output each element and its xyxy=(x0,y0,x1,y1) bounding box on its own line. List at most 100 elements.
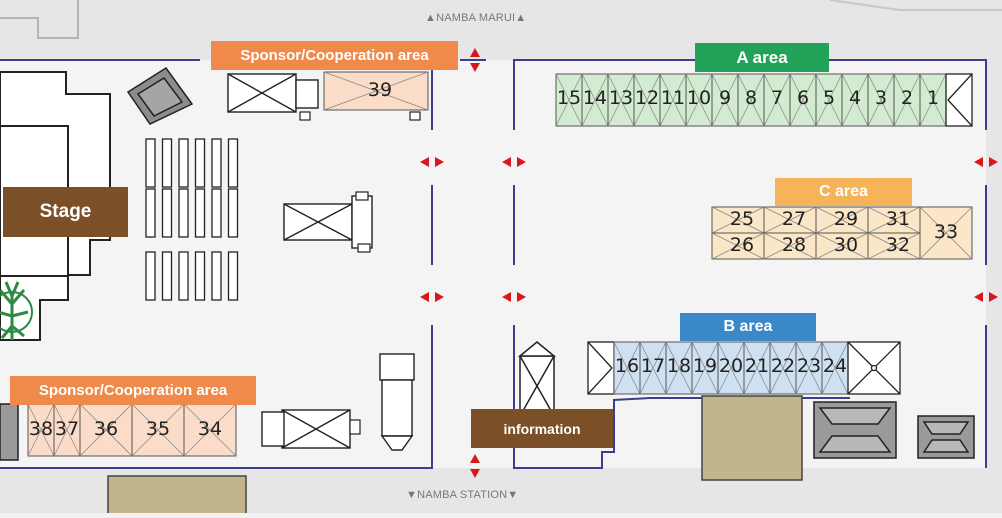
booth-number: 30 xyxy=(833,234,859,256)
booth-number: 23 xyxy=(796,355,822,377)
booth-number: 33 xyxy=(933,221,959,243)
entrance-arrows xyxy=(420,48,998,478)
booth-number: 24 xyxy=(822,355,848,377)
a-area-booth xyxy=(763,73,791,127)
bench xyxy=(211,188,222,238)
booth-number: 19 xyxy=(692,355,718,377)
b-area-booth xyxy=(639,341,667,395)
b-area-booth xyxy=(743,341,771,395)
booth-grid xyxy=(27,71,973,457)
booth-number: 17 xyxy=(640,355,666,377)
booth-number: 9 xyxy=(718,87,732,109)
building-block xyxy=(107,475,247,517)
bench xyxy=(194,138,206,188)
c-area-booth xyxy=(711,232,765,260)
booth-number: 13 xyxy=(608,87,634,109)
entrance-arrow-icon xyxy=(502,292,526,302)
booth-number: 18 xyxy=(666,355,692,377)
booth-number: 2 xyxy=(900,87,914,109)
sponsor-booth xyxy=(183,403,237,457)
sponsor-booth xyxy=(131,403,185,457)
a-area-booth xyxy=(711,73,739,127)
bench xyxy=(211,138,222,188)
c-area-booth xyxy=(919,206,973,260)
bench xyxy=(227,138,239,188)
booth-number: 22 xyxy=(770,355,796,377)
entrance-arrow-icon xyxy=(470,454,480,478)
sponsor-top-label: Sponsor/Cooperation area xyxy=(211,41,458,70)
kitchen-cars xyxy=(227,73,421,451)
entrance-arrow-icon xyxy=(502,157,526,167)
booth-number: 26 xyxy=(729,234,755,256)
information-label: information xyxy=(471,409,613,448)
bench xyxy=(178,251,189,301)
b-area-booth xyxy=(821,341,849,395)
bench xyxy=(161,251,173,301)
bench xyxy=(194,251,206,301)
a-area-booth xyxy=(919,73,947,127)
sponsor-booth xyxy=(79,403,133,457)
a-area-booth xyxy=(867,73,895,127)
north-direction-label: ▲NAMBA MARUI▲ xyxy=(425,12,527,24)
bench xyxy=(227,188,239,238)
a-area-booth xyxy=(737,73,765,127)
tent-end xyxy=(945,73,973,127)
booth-number: 5 xyxy=(822,87,836,109)
c-area-booth xyxy=(763,232,817,260)
entrance-arrow-icon xyxy=(470,48,480,72)
booth-number: 3 xyxy=(874,87,888,109)
booth-number: 31 xyxy=(885,208,911,230)
booth-number: 27 xyxy=(781,208,807,230)
kitchen-car xyxy=(261,409,351,449)
a-area-booth xyxy=(659,73,687,127)
bench xyxy=(145,251,156,301)
tent-end xyxy=(847,341,901,395)
booth-number: 39 xyxy=(367,79,393,101)
b-area-booth xyxy=(691,341,719,395)
audience-benches xyxy=(145,138,239,301)
information-tent xyxy=(517,341,557,417)
b-area-booth xyxy=(613,341,641,395)
booth-number: 14 xyxy=(582,87,608,109)
booth-number: 35 xyxy=(145,418,171,440)
booth-number: 7 xyxy=(770,87,784,109)
booth-number: 11 xyxy=(660,87,686,109)
stage-label: Stage xyxy=(3,187,128,237)
entrance-arrow-icon xyxy=(974,292,998,302)
booth-number: 8 xyxy=(744,87,758,109)
truck xyxy=(379,353,415,451)
booth-number: 6 xyxy=(796,87,810,109)
entrance-arrow-icon xyxy=(974,157,998,167)
c-area-label: C area xyxy=(775,178,912,206)
booth-number: 20 xyxy=(718,355,744,377)
sponsor-bottom-label: Sponsor/Cooperation area xyxy=(10,376,256,405)
b-area-label: B area xyxy=(680,313,816,341)
south-direction-label: ▼NAMBA STATION▼ xyxy=(406,489,519,501)
tent-end xyxy=(587,341,615,395)
booth-number: 28 xyxy=(781,234,807,256)
a-area-booth xyxy=(607,73,635,127)
booth-number: 16 xyxy=(614,355,640,377)
a-area-booth xyxy=(581,73,609,127)
tree-icon xyxy=(0,281,33,340)
booth-number: 1 xyxy=(926,87,940,109)
booth-number: 37 xyxy=(54,418,80,440)
building-outline-top-left xyxy=(0,0,1002,39)
booth-number: 36 xyxy=(93,418,119,440)
kitchen-car xyxy=(227,73,319,113)
booth-number: 12 xyxy=(634,87,660,109)
booth-number: 29 xyxy=(833,208,859,230)
bench xyxy=(227,251,239,301)
a-area-label: A area xyxy=(695,43,829,72)
bench xyxy=(178,138,189,188)
c-area-booth xyxy=(867,206,921,234)
booth-number: 34 xyxy=(197,418,223,440)
bench xyxy=(161,138,173,188)
a-area-booth xyxy=(815,73,843,127)
central-passage xyxy=(432,60,514,468)
booth-number: 10 xyxy=(686,87,712,109)
service-tents-right xyxy=(0,401,975,461)
kitchen-car xyxy=(283,195,373,249)
booth-number: 4 xyxy=(848,87,862,109)
